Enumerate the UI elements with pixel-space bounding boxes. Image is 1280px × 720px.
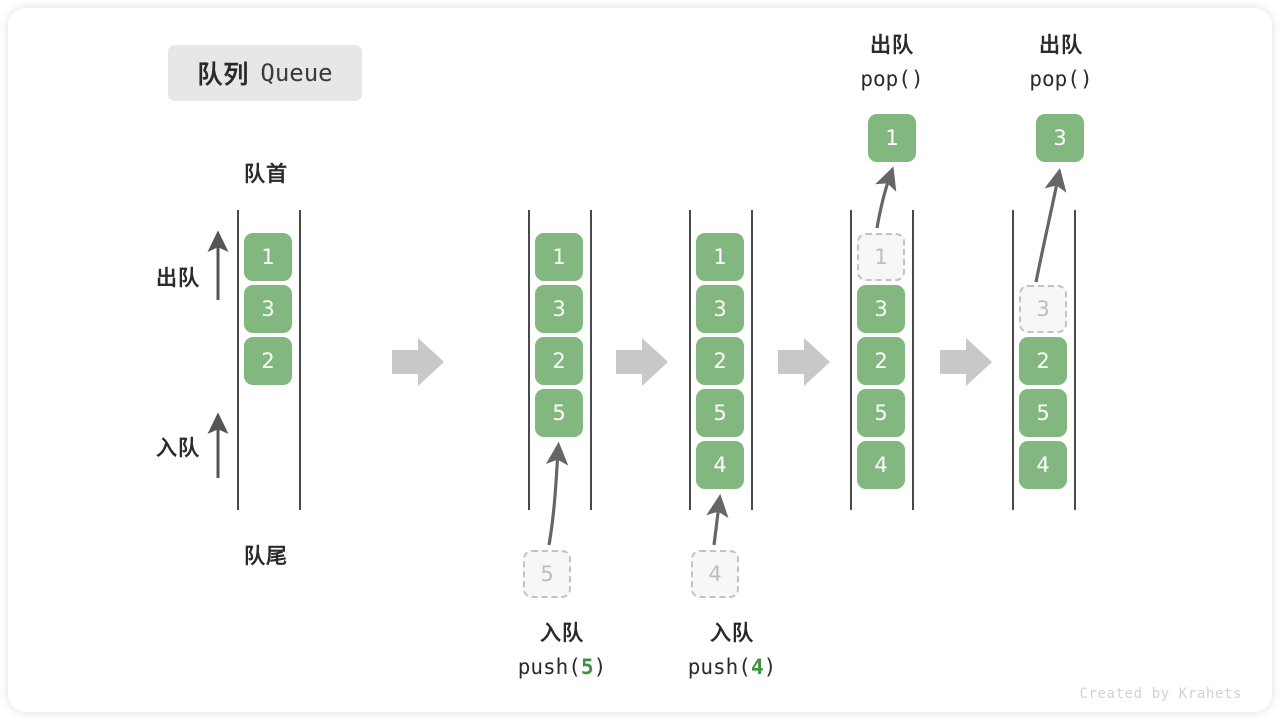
queue-element: 2: [244, 337, 292, 385]
push-fn-open: push(: [517, 654, 581, 679]
queue-element: 4: [857, 441, 905, 489]
rail-right: [1074, 210, 1076, 510]
rail-right: [912, 210, 914, 510]
dequeue-label: 出队: [156, 267, 200, 290]
rail-left: [237, 210, 239, 510]
pop-caption-code: pop(): [802, 63, 982, 96]
diagram-card: [8, 8, 1272, 712]
push-caption-code: push(5): [452, 651, 672, 684]
queue-element: 1: [696, 233, 744, 281]
push-caption-cn: 入队: [540, 622, 584, 645]
popped-element: 1: [868, 114, 916, 162]
queue-element: 4: [696, 441, 744, 489]
rail-right: [590, 210, 592, 510]
enqueue-label: 入队: [156, 437, 200, 460]
queue-element: 2: [857, 337, 905, 385]
queue-element: 4: [1019, 441, 1067, 489]
queue-element: 5: [535, 389, 583, 437]
pop-caption-cn: 出队: [870, 34, 914, 57]
credit-text: Created by Krahets: [1079, 686, 1242, 702]
popped-slot-ghost: 3: [1019, 285, 1067, 333]
push-fn-close: ): [763, 654, 777, 679]
queue-element: 2: [535, 337, 583, 385]
diagram-title-badge: 队列 Queue: [168, 45, 362, 101]
queue-element: 2: [696, 337, 744, 385]
queue-element: 1: [535, 233, 583, 281]
incoming-element: 4: [691, 550, 739, 598]
queue-element: 3: [535, 285, 583, 333]
queue-element: 5: [1019, 389, 1067, 437]
pop-caption-code: pop(): [971, 63, 1151, 96]
title-cn: 队列: [197, 61, 250, 89]
queue-element: 3: [696, 285, 744, 333]
pop-caption-cn: 出队: [1039, 34, 1083, 57]
push-caption-2: 入队 push(4): [622, 618, 842, 683]
push-fn-arg: 4: [750, 654, 764, 679]
pop-caption-1: 出队 pop(): [802, 30, 982, 95]
pop-caption-2: 出队 pop(): [971, 30, 1151, 95]
queue-element: 2: [1019, 337, 1067, 385]
queue-element: 5: [696, 389, 744, 437]
rail-left: [1012, 210, 1014, 510]
queue-element: 3: [244, 285, 292, 333]
pop-fn-close: ): [910, 66, 924, 91]
popped-slot-ghost: 1: [857, 233, 905, 281]
rail-left: [689, 210, 691, 510]
push-caption-code: push(4): [622, 651, 842, 684]
pop-fn-open: pop(: [1029, 66, 1080, 91]
push-caption-1: 入队 push(5): [452, 618, 672, 683]
rail-left: [850, 210, 852, 510]
push-fn-open: push(: [687, 654, 751, 679]
popped-element: 3: [1036, 114, 1084, 162]
pop-fn-close: ): [1079, 66, 1093, 91]
push-caption-cn: 入队: [710, 622, 754, 645]
pop-fn-open: pop(: [860, 66, 911, 91]
push-fn-close: ): [593, 654, 607, 679]
front-caption: 队首: [244, 163, 288, 186]
rail-right: [751, 210, 753, 510]
queue-element: 1: [244, 233, 292, 281]
rail-left: [528, 210, 530, 510]
push-fn-arg: 5: [580, 654, 594, 679]
queue-element: 3: [857, 285, 905, 333]
queue-element: 5: [857, 389, 905, 437]
rear-caption: 队尾: [244, 545, 288, 568]
rail-right: [299, 210, 301, 510]
incoming-element: 5: [523, 550, 571, 598]
title-en: Queue: [260, 59, 333, 87]
